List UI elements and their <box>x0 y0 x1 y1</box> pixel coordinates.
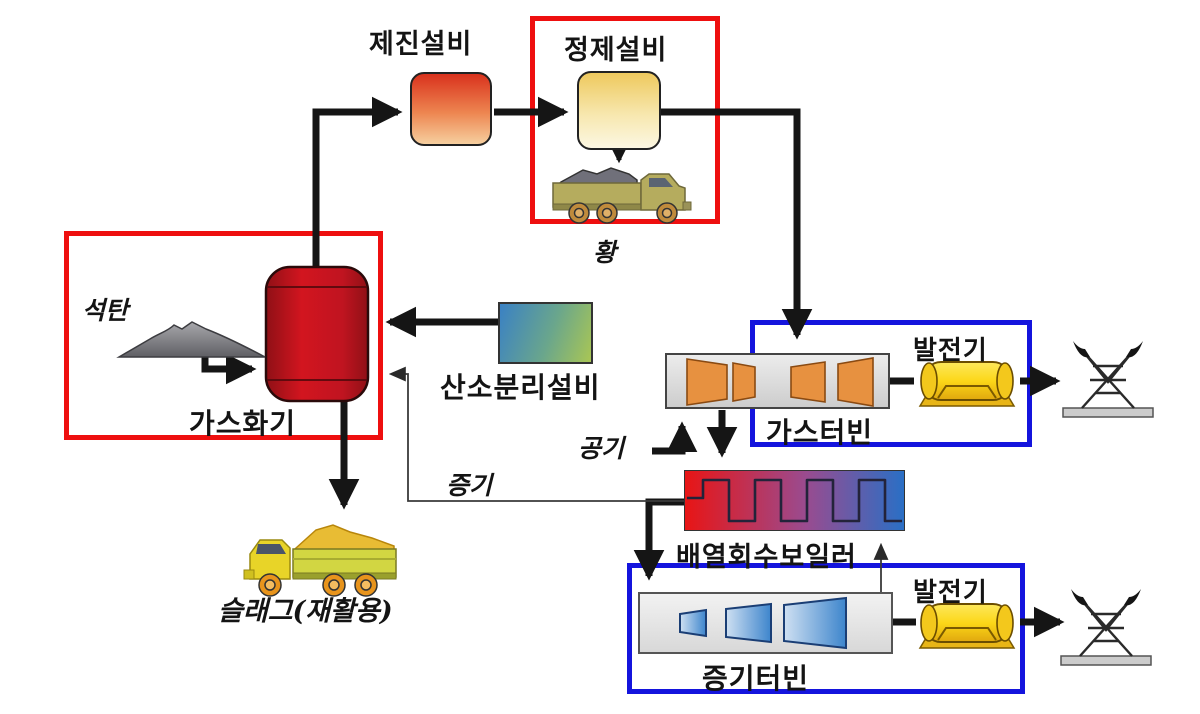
steam-turbine-blades-icon <box>679 596 847 650</box>
oxygen-separation-box <box>498 302 593 364</box>
steam-turbine-label: 증기터빈 <box>702 663 810 694</box>
sulfur-label: 황 <box>593 238 617 267</box>
gas-turbine-label: 가스터빈 <box>766 417 874 448</box>
boiler-coil-icon <box>687 478 902 523</box>
hrsg-label: 배열회수보일러 <box>676 542 857 572</box>
oxygen-plant-label: 산소분리설비 <box>440 372 601 403</box>
air-label: 공기 <box>578 434 625 463</box>
air-line <box>652 421 698 455</box>
steam-turbine-highlight-frame <box>627 563 1025 694</box>
gas-turbine-blades-icon <box>686 357 874 407</box>
slag-label: 슬래그(재활용) <box>218 596 393 627</box>
gasifier-label: 가스화기 <box>189 408 297 439</box>
purification-label: 정제설비 <box>564 35 668 65</box>
dust-removal-box <box>410 72 492 146</box>
transmission-tower-icon <box>1060 589 1152 666</box>
transmission-tower-icon <box>1062 341 1154 418</box>
gas-turbine-box <box>665 353 890 409</box>
steam-turbine-box <box>638 592 893 654</box>
dust-removal-label: 제진설비 <box>369 29 473 59</box>
st-generator-label: 발전기 <box>913 577 988 607</box>
coal-label: 석탄 <box>82 296 129 325</box>
steam-label: 증기 <box>446 471 493 500</box>
gt-generator-label: 발전기 <box>913 335 988 365</box>
hrsg-box <box>684 470 905 531</box>
purification-box <box>577 71 661 150</box>
gasifier-highlight-frame <box>64 231 383 440</box>
